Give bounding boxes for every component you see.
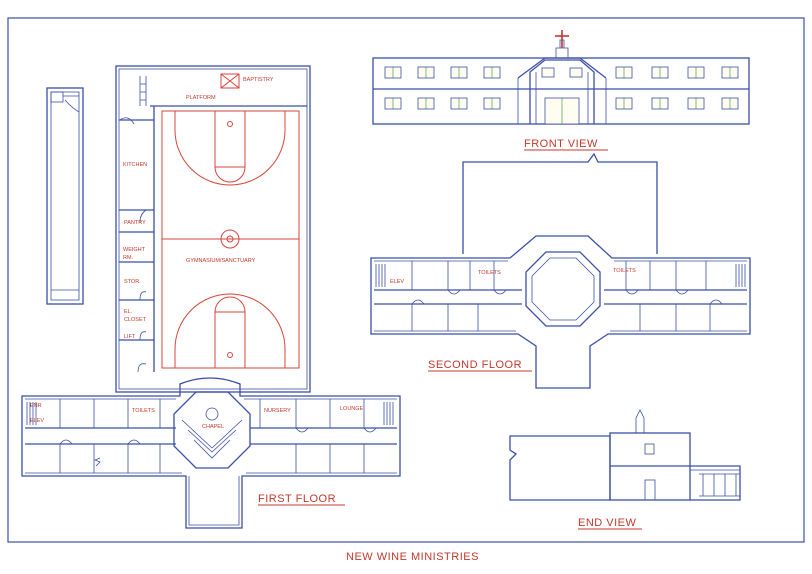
label-first-mech: ENR — [30, 403, 42, 409]
label-chapel: CHAPEL — [202, 424, 224, 430]
end-elevation — [509, 409, 741, 501]
label-el-2: CLOSET — [124, 317, 147, 323]
first-floor-plan — [21, 65, 401, 529]
label-nursery: NURSERY — [264, 408, 291, 414]
title-first-floor: FIRST FLOOR — [258, 493, 336, 505]
view-titles: FRONT VIEW SECOND FLOOR FIRST FLOOR END … — [258, 138, 642, 563]
second-floor-plan — [370, 152, 751, 389]
basketball-court — [161, 110, 300, 369]
label-baptistry: BAPTISTRY — [243, 77, 274, 83]
label-first-toilets: TOILETS — [132, 408, 155, 414]
cross-icon — [555, 30, 569, 48]
title-second-floor: SECOND FLOOR — [428, 359, 522, 371]
label-first-elev: ELEV — [30, 418, 44, 424]
label-weight-2: RM. — [123, 255, 134, 261]
label-pantry: PANTRY — [124, 220, 146, 226]
label-gym: GYMNASIUM/SANCTUARY — [186, 258, 256, 264]
sheet-border — [7, 17, 805, 543]
label-stor: STOR. — [124, 279, 141, 285]
label-platform: PLATFORM — [186, 95, 216, 101]
label-second-toilets-right: TOILETS — [613, 268, 636, 274]
sheet-title: NEW WINE MINISTRIES — [346, 551, 479, 563]
front-elevation — [372, 30, 750, 125]
label-kitchen: KITCHEN — [123, 162, 147, 168]
title-end-view: END VIEW — [578, 517, 637, 529]
label-el-1: EL. — [124, 309, 133, 315]
label-weight-1: WEIGHT — [123, 247, 146, 253]
label-lounge: LOUNGE — [340, 406, 364, 412]
label-second-elev: ELEV — [390, 279, 404, 285]
label-lift: LIFT — [124, 334, 136, 340]
room-labels: BAPTISTRY PLATFORM KITCHEN PANTRY WEIGHT… — [30, 77, 636, 430]
title-front-view: FRONT VIEW — [524, 138, 598, 150]
side-section-strip — [46, 87, 84, 305]
label-second-toilets-left: TOILETS — [478, 270, 501, 276]
